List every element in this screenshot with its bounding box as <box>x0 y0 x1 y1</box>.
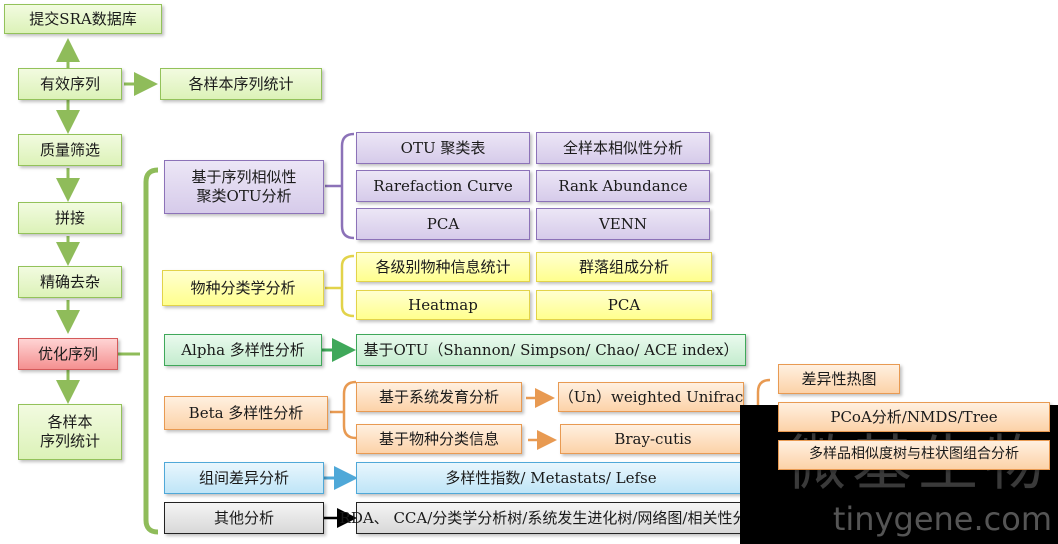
otu-analysis-box: 基于序列相似性 聚类OTU分析 <box>164 160 324 214</box>
quality-filter-box: 质量筛选 <box>18 134 122 166</box>
beta-species-box: 基于物种分类信息 <box>356 424 522 454</box>
taxonomy-item-2: 群落组成分析 <box>536 252 712 282</box>
other-detail-box: RDA、 CCA/分类学分析树/系统发生进化树/网络图/相关性分析 <box>340 502 762 534</box>
taxonomy-item-3: Heatmap <box>356 290 530 320</box>
otu-item-3: Rarefaction Curve <box>356 170 530 202</box>
optimize-sequence-box: 优化序列 <box>18 338 118 370</box>
alpha-detail-box: 基于OTU（Shannon/ Simpson/ Chao/ ACE index） <box>356 334 746 366</box>
other-analysis-box: 其他分析 <box>164 502 324 534</box>
pcoa-box: PCoA分析/NMDS/Tree <box>778 402 1050 432</box>
combo-analysis-box: 多样品相似度树与柱状图组合分析 <box>778 440 1050 470</box>
sample-stats-box: 各样本 序列统计 <box>18 404 122 460</box>
otu-item-5: PCA <box>356 208 530 240</box>
sample-stats-side-box: 各样本序列统计 <box>160 68 322 100</box>
otu-item-1: OTU 聚类表 <box>356 132 530 164</box>
unifrac-box: （Un）weighted Unifrac <box>558 382 744 412</box>
effective-sequence-box: 有效序列 <box>18 68 122 100</box>
group-detail-box: 多样性指数/ Metastats/ Lefse <box>356 462 746 494</box>
bray-curtis-box: Bray-cutis <box>560 424 746 454</box>
alpha-diversity-box: Alpha 多样性分析 <box>164 334 322 366</box>
group-difference-box: 组间差异分析 <box>164 462 324 494</box>
taxonomy-item-1: 各级别物种信息统计 <box>356 252 530 282</box>
otu-item-2: 全样本相似性分析 <box>536 132 710 164</box>
submit-sra-box: 提交SRA数据库 <box>4 4 162 34</box>
refine-box: 精确去杂 <box>18 266 122 298</box>
diff-heatmap-box: 差异性热图 <box>778 364 900 394</box>
taxonomy-analysis-box: 物种分类学分析 <box>162 270 324 306</box>
taxonomy-item-4: PCA <box>536 290 712 320</box>
otu-item-6: VENN <box>536 208 710 240</box>
assemble-box: 拼接 <box>18 202 122 234</box>
otu-item-4: Rank Abundance <box>536 170 710 202</box>
beta-system-box: 基于系统发育分析 <box>356 382 522 412</box>
beta-diversity-box: Beta 多样性分析 <box>164 396 328 430</box>
watermark-url: tinygene.com <box>832 500 1052 538</box>
